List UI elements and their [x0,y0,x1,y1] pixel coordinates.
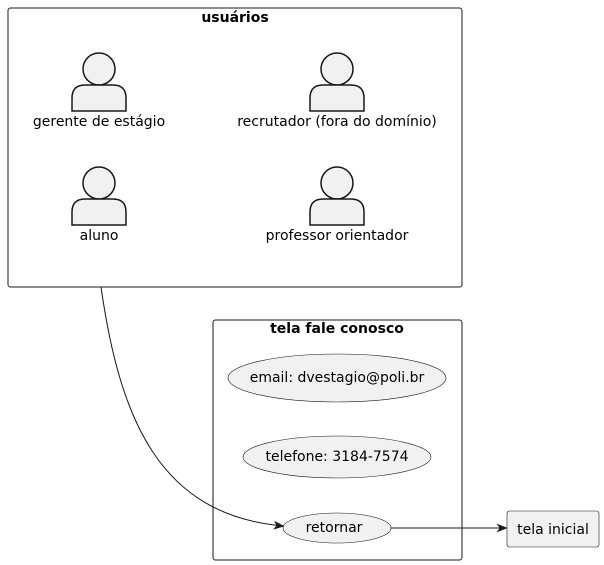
usecase-phone-label: telefone: 3184-7574 [265,449,408,465]
actor-internship-manager[interactable]: gerente de estágio [33,52,165,130]
node-home-screen-label: tela inicial [517,522,589,538]
usecase-phone[interactable]: telefone: 3184-7574 [242,435,432,479]
actor-recruiter[interactable]: recrutador (fora do domínio) [237,52,437,130]
usecase-email[interactable]: email: dvestagio@poli.br [227,353,447,403]
package-users-title: usuários [201,10,268,26]
person-icon [309,52,365,112]
usecase-return-label: retornar [306,520,363,536]
actor-label: gerente de estágio [33,114,165,130]
package-users: usuários [7,7,463,288]
package-contact-screen: tela fale conosco [212,319,463,561]
person-icon [309,166,365,226]
person-icon [71,52,127,112]
package-contact-frame [212,319,463,561]
actor-label: professor orientador [266,228,409,244]
usecase-email-label: email: dvestagio@poli.br [250,370,425,386]
actor-label: aluno [80,228,119,244]
node-home-screen[interactable]: tela inicial [506,510,600,548]
actor-label: recrutador (fora do domínio) [237,114,437,130]
package-contact-title: tela fale conosco [270,321,404,337]
actor-advisor[interactable]: professor orientador [266,166,409,244]
usecase-return[interactable]: retornar [282,512,392,544]
actor-student[interactable]: aluno [71,166,127,244]
edge-users-to-return [100,286,283,526]
package-users-frame [7,7,463,288]
person-icon [71,166,127,226]
